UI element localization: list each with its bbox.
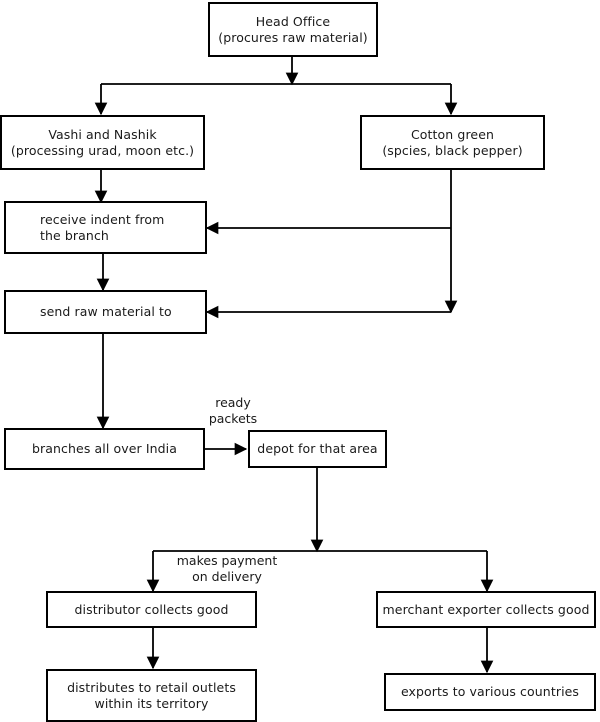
node-distributor-collects-good[interactable]: distributor collects good [46,591,257,628]
node-receive-indent-label: receive indent from the branch [40,211,165,243]
node-distributor-collects-good-label: distributor collects good [74,601,229,617]
node-head-office[interactable]: Head Office (procures raw material) [208,2,378,57]
node-cotton-green-label: Cotton green (spcies, black pepper) [382,126,523,158]
node-distributes-to-retail-outlets-label: distributes to retail outlets within its… [67,679,236,711]
node-merchant-exporter-collects-good-label: merchant exporter collects good [382,601,590,617]
node-exports-to-various-countries-label: exports to various countries [400,684,580,699]
node-merchant-exporter-collects-good[interactable]: merchant exporter collects good [376,591,596,628]
edge-label-makes-payment: makes payment on delivery [176,553,278,584]
node-vashi-and-nashik[interactable]: Vashi and Nashik (processing urad, moon … [0,115,205,170]
edge-label-ready-packets: ready packets [208,395,258,426]
node-send-raw-material-label: send raw material to [40,304,172,319]
node-send-raw-material[interactable]: send raw material to [4,290,207,334]
node-depot-for-that-area-label: depot for that area [257,441,378,456]
node-receive-indent[interactable]: receive indent from the branch [4,201,207,254]
node-cotton-green[interactable]: Cotton green (spcies, black pepper) [360,115,545,170]
node-exports-to-various-countries[interactable]: exports to various countries [384,673,596,711]
node-depot-for-that-area[interactable]: depot for that area [248,430,387,468]
node-head-office-label: Head Office (procures raw material) [218,13,368,45]
node-branches-all-over-india[interactable]: branches all over India [4,428,205,470]
node-vashi-and-nashik-label: Vashi and Nashik (processing urad, moon … [10,126,195,158]
node-distributes-to-retail-outlets[interactable]: distributes to retail outlets within its… [46,669,257,722]
node-branches-all-over-india-label: branches all over India [31,441,178,456]
